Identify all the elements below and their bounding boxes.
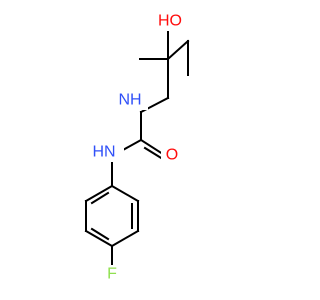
- bond-c-ethyl-1: [166, 39, 190, 61]
- ring-double-1: [90, 191, 110, 205]
- ring-bond-6: [110, 184, 140, 203]
- amine-bottom-label: HN: [92, 144, 115, 161]
- fluorine-bg: [102, 265, 122, 285]
- atom-labels: HO NH O HN F: [90, 11, 186, 285]
- hydroxyl-label: HO: [158, 13, 182, 30]
- carbonyl-oxygen-label: O: [166, 147, 178, 164]
- amine-top-bg: [114, 90, 148, 110]
- ring-bond-1: [84, 184, 114, 203]
- ring-bond-4: [110, 229, 140, 248]
- carbonyl-oxygen-bg: [161, 145, 181, 165]
- molecule-structure: HO NH O HN F: [84, 11, 190, 285]
- hydroxyl-bg: [156, 11, 186, 31]
- ring-double-2: [90, 227, 110, 241]
- amine-bottom-bg: [90, 142, 124, 162]
- ring-bond-3: [84, 229, 114, 248]
- amine-top-label: NH: [118, 92, 141, 109]
- fluorine-label: F: [107, 266, 117, 283]
